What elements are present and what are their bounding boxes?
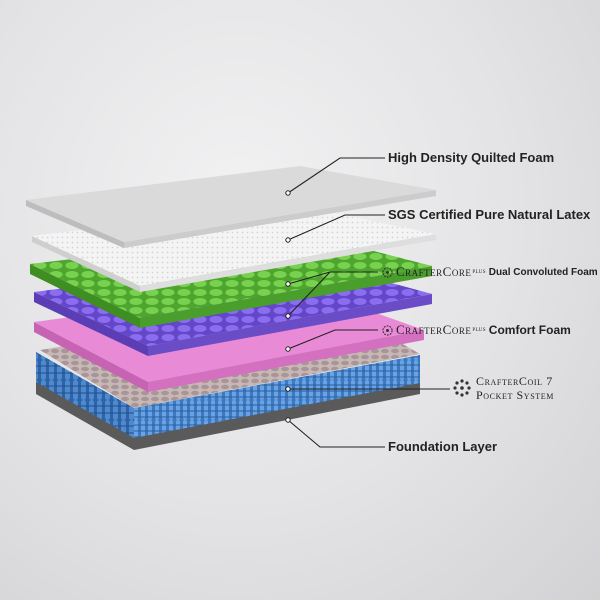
brand-name: CrafterCore <box>396 264 472 279</box>
label-dual-convoluted-foam: CrafterCore PLUS Dual Convoluted Foam <box>382 264 598 280</box>
leader-foundation <box>287 419 385 448</box>
label-suffix: Dual Convoluted Foam <box>488 266 598 278</box>
leader-purple <box>287 271 331 317</box>
brand-name: CrafterCore <box>396 322 472 337</box>
coil-line-1: CrafterCoil 7 <box>476 374 553 388</box>
crafter-logo-icon <box>382 324 393 336</box>
brand-plus: PLUS <box>472 269 486 275</box>
brand-plus: PLUS <box>472 327 486 333</box>
leader-quilted <box>287 157 385 194</box>
label-foundation-layer: Foundation Layer <box>388 439 498 454</box>
leader-latex <box>287 214 385 241</box>
label-natural-latex: SGS Certified Pure Natural Latex <box>388 207 591 222</box>
coil-logo-icon <box>453 379 471 397</box>
quilted-foam-layer <box>26 166 436 248</box>
label-craftercoil-pocket-system: CrafterCoil 7 Pocket System <box>452 374 554 402</box>
label-high-density-quilted-foam: High Density Quilted Foam <box>388 150 555 165</box>
label-comfort-foam: CrafterCore PLUS Comfort Foam <box>382 322 571 338</box>
leader-lines <box>287 157 450 448</box>
leader-points <box>285 190 291 423</box>
label-suffix: Comfort Foam <box>488 323 571 337</box>
coil-line-2: Pocket System <box>476 388 554 402</box>
crafter-logo-icon <box>382 266 393 278</box>
leader-comfort <box>287 329 378 350</box>
